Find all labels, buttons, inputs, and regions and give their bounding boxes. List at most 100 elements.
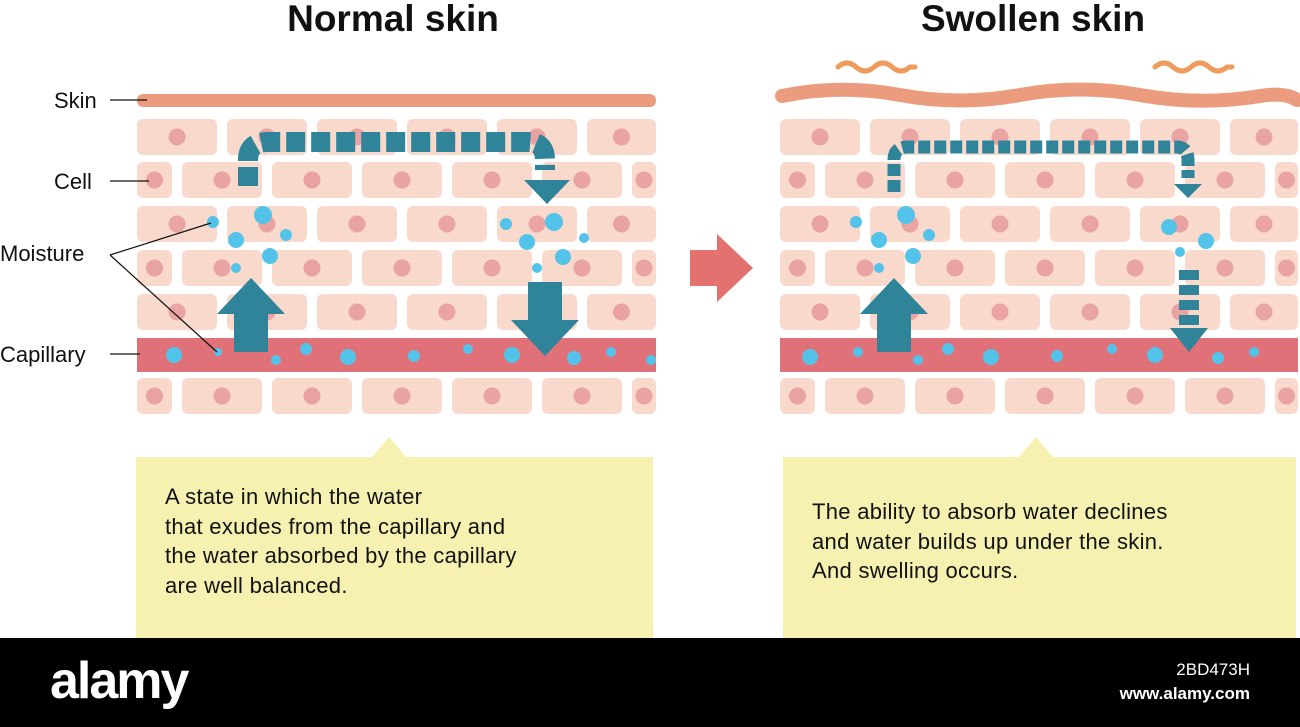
cell-nucleus [146,259,163,277]
water-droplet [871,232,887,248]
water-droplet [340,349,356,365]
dashed-flow-arrowhead [1174,184,1202,198]
cell-nucleus [613,215,630,233]
cell-nucleus [168,128,186,146]
footer-logo: alamy [50,652,189,710]
annotation-layer [109,99,1054,458]
cell-nucleus [438,303,456,321]
water-droplet [983,349,999,365]
water-droplet [923,229,935,241]
cell-nucleus [483,171,501,189]
swollen-skin-panel [775,60,1300,414]
cell-nucleus [303,259,321,277]
water-droplet [166,347,182,363]
water-droplet [1212,352,1224,364]
cell-nucleus [635,259,653,277]
cell-nucleus [1278,259,1295,277]
water-droplet [646,355,656,365]
moisture-leader-line [109,254,218,353]
normal-skin-caption: A state in which the water that exudes f… [165,484,517,598]
dashed-flow-arrowhead [1170,328,1208,352]
cell-nucleus [946,171,964,189]
capillary [780,338,1298,372]
cell-nucleus [1255,303,1273,321]
skin-layer [137,94,656,107]
footer-url: www.alamy.com [1119,684,1250,703]
water-droplet [942,343,954,355]
swollen-skin-callout: The ability to absorb water declines and… [783,457,1296,638]
exudation-arrow [217,278,285,352]
cell-nucleus [811,215,829,233]
water-droplet [1161,219,1177,235]
cell-nucleus [213,259,231,277]
water-droplet [606,347,616,357]
cell-nucleus [1216,171,1234,189]
callout-pointer [1018,437,1054,458]
cell-nucleus [1036,259,1054,277]
normal-skin-panel [137,94,656,414]
cell-nucleus [1081,303,1099,321]
cell-nucleus [991,303,1009,321]
cell-nucleus [1036,171,1054,189]
cell-nucleus [1216,259,1234,277]
water-droplet [802,349,818,365]
water-droplet [1198,233,1214,249]
water-droplet [874,263,884,273]
water-droplet [207,216,219,228]
cell-nucleus [1255,215,1273,233]
normal-skin-title: Normal skin [287,0,499,39]
wavy-line-icon [835,60,918,74]
cell-nucleus [393,171,411,189]
cell-nucleus [946,259,964,277]
dashed-flow-arrow [238,132,555,186]
cell-nucleus [393,259,411,277]
water-droplet [897,206,915,224]
cell-nucleus [348,303,366,321]
water-droplet [545,213,563,231]
cell-nucleus [213,387,231,405]
swollen-skin-caption: The ability to absorb water declines and… [812,499,1168,583]
wavy-line-icon [1152,60,1235,74]
exudation-arrow [860,278,928,352]
cell-nucleus [613,303,630,321]
water-droplet [1249,347,1259,357]
right-arrow-icon [690,234,753,302]
water-droplet [1051,350,1063,362]
cell-nucleus [348,215,366,233]
footer-image-id: 2BD473H [1176,660,1250,679]
cell-nucleus [1255,128,1273,146]
water-droplet [504,347,520,363]
cell-nucleus [528,215,546,233]
cell-nucleus [856,387,874,405]
cell-nucleus [635,387,653,405]
water-droplet [463,344,473,354]
cell-nucleus [573,171,591,189]
cell-nucleus [991,215,1009,233]
water-droplet [555,249,571,265]
water-droplet [271,355,281,365]
cell-nucleus [1278,171,1295,189]
water-droplet [913,355,923,365]
water-droplet [408,350,420,362]
water-droplet [519,234,535,250]
cell-nucleus [303,387,321,405]
cell-nucleus [1126,171,1144,189]
cell-nucleus [1036,387,1054,405]
swollen-skin-title: Swollen skin [920,0,1146,39]
cell-nucleus [213,171,231,189]
cell-nucleus [613,128,630,146]
water-droplet [300,343,312,355]
water-droplet [853,347,863,357]
callout-pointer [371,437,407,458]
cell-nucleus [1278,387,1295,405]
cell-nucleus [811,128,829,146]
water-droplet [254,206,272,224]
cell-nucleus [146,171,163,189]
cell-nucleus [303,171,321,189]
cell-nucleus [483,387,501,405]
swollen-skin-layer [775,82,1300,108]
cell-nucleus [1126,387,1144,405]
water-droplet [1147,347,1163,363]
water-droplet [905,248,921,264]
cell-nucleus [438,215,456,233]
